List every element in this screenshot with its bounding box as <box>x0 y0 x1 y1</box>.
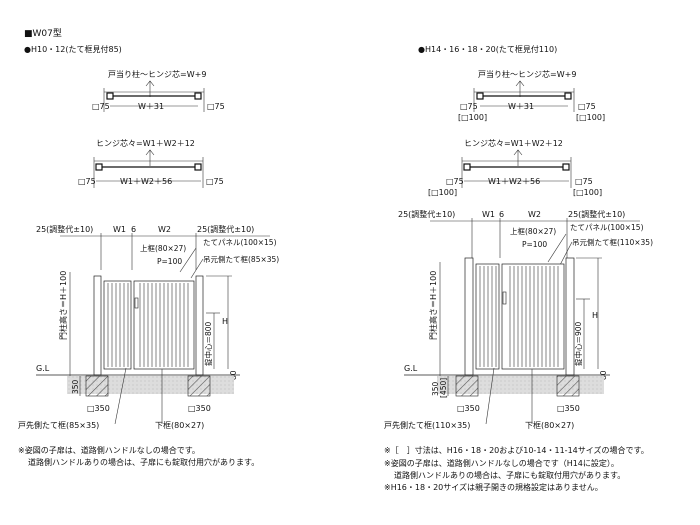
left-pitch: P=100 <box>157 257 182 266</box>
right-plan1-post-b2: [□100] <box>576 113 605 122</box>
left-six: 6 <box>131 225 136 234</box>
right-plan1-post-a2: [□100] <box>458 113 487 122</box>
left-lock-center: 錠中心＝800 <box>203 321 213 366</box>
left-adj-left: 25(調整代±10) <box>36 224 93 234</box>
left-plan2-post-a: □75 <box>78 177 96 186</box>
left-note-1: ※姿図の子扉は、道路側ハンドルなしの場合です。 <box>18 445 200 455</box>
left-plan-view-1: 戸当り柱～ヒンジ芯=W+9 □75 W＋31 □75 <box>92 69 225 112</box>
left-plan2-post-b: □75 <box>206 177 224 186</box>
left-plan1-post-a: □75 <box>92 102 110 111</box>
left-note-2: 道路側ハンドルありの場合は、子扉にも錠取付用穴があります。 <box>28 457 259 467</box>
right-plan-view-1: 戸当り柱～ヒンジ芯=W+9 □75 [□100] W＋31 □75 [□100] <box>458 69 605 122</box>
left-elevation: 25(調整代±10) W1 6 W2 25(調整代±10) 上框(80×27) … <box>18 224 279 430</box>
right-bottom-frame: 下框(80×27) <box>525 420 574 430</box>
right-post-size-a: □350 <box>457 404 480 413</box>
left-h: H <box>222 317 228 326</box>
right-plan2-middle: W1＋W2＋56 <box>488 177 540 186</box>
left-subtitle: ●H10・12(たて框見付85) <box>24 44 122 54</box>
left-plan1-middle: W＋31 <box>138 102 164 111</box>
right-plan1-label: 戸当り柱～ヒンジ芯=W+9 <box>478 69 576 79</box>
right-w1: W1 <box>482 210 495 219</box>
right-post-height: 門柱高さ＝H＋100 <box>428 271 438 340</box>
left-latch-frame: 戸先側たて框(85×35) <box>18 420 99 430</box>
left-panel: たてパネル(100×15) <box>203 238 277 247</box>
right-adj-right: 25(調整代±10) <box>568 209 625 219</box>
right-plan2-label: ヒンジ芯々=W1＋W2＋12 <box>464 138 563 148</box>
right-plan2-post-b2: [□100] <box>573 188 602 197</box>
left-w2: W2 <box>158 225 171 234</box>
left-hinge-frame: 吊元側たて框(85×35) <box>203 254 279 264</box>
right-top-frame: 上框(80×27) <box>510 226 556 236</box>
left-plan2-label: ヒンジ芯々=W1＋W2＋12 <box>96 138 195 148</box>
left-plan2-middle: W1＋W2＋56 <box>120 177 172 186</box>
model-title: ■W07型 <box>24 28 62 39</box>
right-six: 6 <box>499 210 504 219</box>
right-lock-center: 錠中心＝900 <box>573 321 583 366</box>
left-bottom-frame: 下框(80×27) <box>155 420 204 430</box>
right-post-size-b: □350 <box>557 404 580 413</box>
right-gl: G.L <box>404 364 418 373</box>
right-adj-left: 25(調整代±10) <box>398 209 455 219</box>
right-plan-view-2: ヒンジ芯々=W1＋W2＋12 □75 [□100] W1＋W2＋56 □75 [… <box>428 138 602 197</box>
right-plan2-post-b: □75 <box>575 177 593 186</box>
left-plan1-label: 戸当り柱～ヒンジ芯=W+9 <box>108 69 206 79</box>
right-w2: W2 <box>528 210 541 219</box>
left-plan-view-2: ヒンジ芯々=W1＋W2＋12 □75 W1＋W2＋56 □75 <box>78 138 224 188</box>
left-gl: G.L <box>36 364 50 373</box>
left-adj-right: 25(調整代±10) <box>197 224 254 234</box>
right-note-2: ※姿図の子扉は、道路側ハンドルなしの場合です（H14に設定）。 <box>384 458 619 468</box>
right-plan2-post-a2: [□100] <box>428 188 457 197</box>
left-top-frame: 上框(80×27) <box>140 243 186 253</box>
right-plan1-post-b: □75 <box>578 102 596 111</box>
right-plan2-post-a: □75 <box>446 177 464 186</box>
left-post-size-a: □350 <box>87 404 110 413</box>
right-latch-frame: 戸先側たて框(110×35) <box>384 420 470 430</box>
left-depth: 350 <box>71 379 80 394</box>
left-post-size-b: □350 <box>188 404 211 413</box>
right-pitch: P=100 <box>522 240 547 249</box>
right-depth: 350 <box>431 381 440 396</box>
left-post-height: 門柱高さ＝H＋100 <box>58 271 68 340</box>
right-note-1: ※［ ］寸法は、H16・18・20および10-14・11-14サイズの場合です。 <box>384 445 649 455</box>
right-subtitle: ●H14・16・18・20(たて框見付110) <box>418 44 557 54</box>
right-elevation: 25(調整代±10) W1 6 W2 25(調整代±10) 上框(80×27) … <box>384 209 653 430</box>
right-h: H <box>592 311 598 320</box>
right-note-4: ※H16・18・20サイズは親子開きの規格設定はありません。 <box>384 482 603 492</box>
right-plan1-middle: W＋31 <box>508 102 534 111</box>
left-w1: W1 <box>113 225 126 234</box>
right-panel: たてパネル(100×15) <box>570 223 644 232</box>
right-note-3: 道路側ハンドルありの場合は、子扉にも錠取付用穴があります。 <box>394 470 625 480</box>
right-hinge-frame: 吊元側たて框(110×35) <box>572 237 653 247</box>
left-plan1-post-b: □75 <box>207 102 225 111</box>
right-plan1-post-a: □75 <box>460 102 478 111</box>
right-depth2: [450] <box>439 378 448 398</box>
